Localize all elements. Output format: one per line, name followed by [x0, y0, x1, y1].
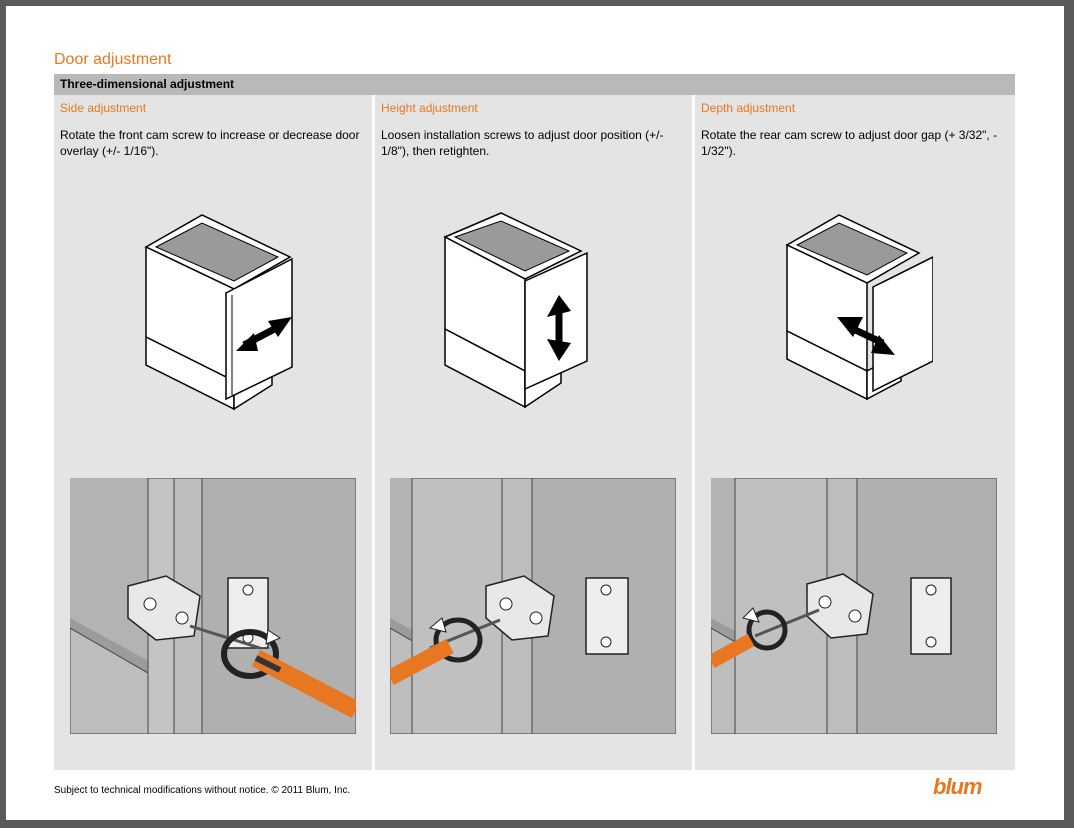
column-heading: Side adjustment [60, 101, 147, 115]
hinge-photo-side [70, 478, 356, 734]
column-description: Rotate the front cam screw to increase o… [60, 128, 360, 158]
double-arrow-horizontal-icon [236, 317, 292, 351]
column-height-adjustment: Height adjustment Loosen installation sc… [375, 95, 692, 770]
column-depth-adjustment: Depth adjustment Rotate the rear cam scr… [695, 95, 1015, 770]
column-description: Loosen installation screws to adjust doo… [381, 128, 664, 158]
rotation-arrow-icon [428, 617, 483, 663]
screwdriver-icon [390, 638, 454, 686]
column-side-adjustment: Side adjustment Rotate the front cam scr… [54, 95, 372, 770]
column-heading: Depth adjustment [701, 101, 796, 115]
cabinet-illustration [144, 214, 293, 411]
footer-notice: Subject to technical modifications witho… [54, 785, 351, 796]
document-page: Door adjustment Three-dimensional adjust… [6, 6, 1064, 820]
screwdriver-icon [251, 650, 356, 718]
double-arrow-diagonal-icon [837, 317, 895, 355]
rotation-arrow-icon [742, 607, 788, 651]
page-title: Door adjustment [54, 51, 172, 68]
section-title: Three-dimensional adjustment [60, 77, 235, 91]
rotation-arrow-icon [221, 629, 282, 679]
blum-logo: blum [933, 774, 983, 799]
hinge-photo-depth [711, 478, 997, 734]
hinge-photo-height [390, 478, 676, 734]
cabinet-illustration [443, 212, 588, 409]
cabinet-illustration [785, 214, 933, 401]
column-description: Rotate the rear cam screw to adjust door… [701, 128, 998, 158]
screwdriver-icon [711, 633, 755, 669]
section-header: Three-dimensional adjustment [54, 74, 1015, 95]
column-heading: Height adjustment [381, 101, 478, 115]
double-arrow-vertical-icon [547, 295, 571, 361]
